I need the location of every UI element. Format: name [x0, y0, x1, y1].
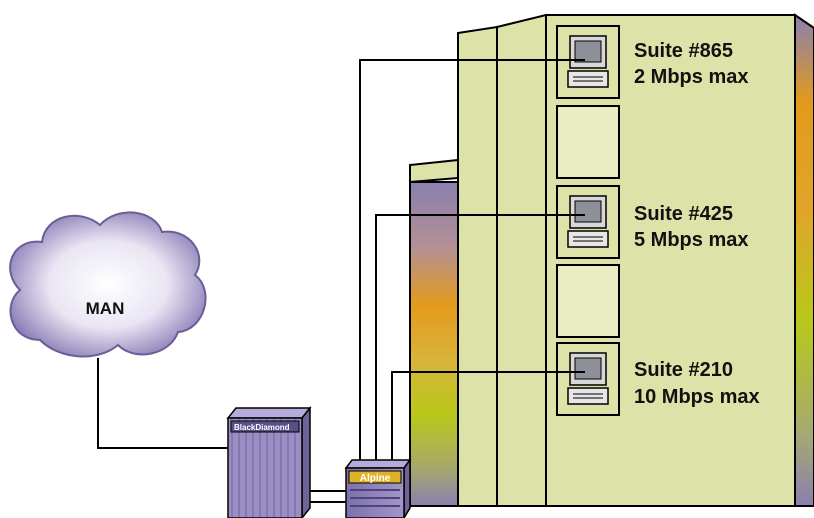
cloud-label: MAN: [86, 299, 125, 318]
window-empty: [556, 264, 620, 338]
building-left-wing: [409, 181, 459, 507]
link-man-core: [97, 358, 228, 449]
window-empty: [556, 105, 620, 179]
building-left-face: [457, 25, 498, 507]
link-suite-865: [359, 59, 585, 460]
computer-icon: [567, 35, 609, 88]
network-links: [97, 59, 585, 503]
link-suite-210: [391, 371, 585, 460]
link-suite-425: [375, 214, 585, 460]
building-left-wing-roof: [409, 158, 459, 184]
suite-name: Suite #425: [634, 203, 733, 225]
suite-bandwidth: 10 Mbps max: [634, 386, 760, 408]
suite-bandwidth: 2 Mbps max: [634, 66, 748, 88]
suite-labels: Suite #865 2 Mbps max Suite #425 5 Mbps …: [634, 40, 760, 408]
computer-icon: [567, 352, 609, 405]
building-right-side: [794, 13, 814, 507]
edge-switch: Alpine: [344, 457, 412, 518]
man-cloud: MAN: [9, 211, 207, 358]
core-switch: BlackDiamond: [226, 405, 312, 518]
suite-name: Suite #210: [634, 359, 733, 381]
suite-bandwidth: 5 Mbps max: [634, 229, 748, 251]
suite-name: Suite #865: [634, 40, 733, 62]
building-middle-face: [496, 13, 547, 507]
brand-label: Alpine: [360, 473, 391, 484]
computer-icon: [567, 195, 609, 248]
brand-label: BlackDiamond: [234, 423, 290, 432]
